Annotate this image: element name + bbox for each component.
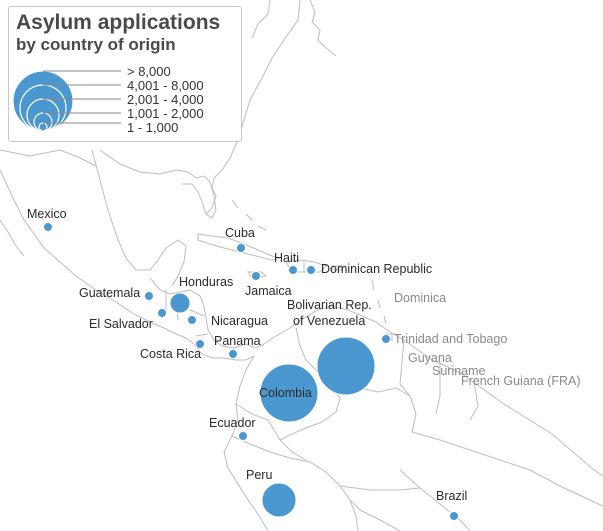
legend-bubbles bbox=[12, 70, 121, 132]
label-french-guiana: French Guiana (FRA) bbox=[461, 374, 581, 388]
legend-label-2001-4000: 2,001 - 4,000 bbox=[127, 92, 204, 107]
bubble-dominican-republic bbox=[306, 265, 316, 275]
label-dominican-republic: Dominican Republic bbox=[321, 262, 433, 276]
label-honduras: Honduras bbox=[179, 275, 234, 289]
legend: Asylum applications by country of origin… bbox=[8, 6, 242, 142]
legend-label-1001-2000: 1,001 - 2,000 bbox=[127, 106, 204, 121]
label-ecuador: Ecuador bbox=[209, 416, 256, 430]
label-costa-rica: Costa Rica bbox=[140, 347, 202, 361]
legend-title: Asylum applications bbox=[16, 11, 221, 34]
bubble-mexico bbox=[43, 222, 53, 232]
label-venezuela-line1: Bolivarian Rep. bbox=[287, 298, 372, 312]
bubble-el-salvador bbox=[157, 308, 167, 318]
bubble-cuba bbox=[236, 243, 246, 253]
label-brazil: Brazil bbox=[436, 489, 468, 503]
label-jamaica: Jamaica bbox=[245, 284, 292, 298]
label-trinidad-and-tobago: Trinidad and Tobago bbox=[394, 332, 508, 346]
label-peru: Peru bbox=[246, 468, 273, 482]
label-mexico: Mexico bbox=[27, 207, 67, 221]
label-colombia: Colombia bbox=[259, 386, 312, 400]
legend-label-1-1000: 1 - 1,000 bbox=[127, 120, 179, 135]
label-nicaragua: Nicaragua bbox=[211, 314, 268, 328]
bubble-colombia bbox=[259, 363, 319, 423]
label-haiti: Haiti bbox=[274, 251, 300, 265]
legend-bubble-1-1000 bbox=[38, 122, 48, 132]
bubble-peru bbox=[261, 482, 297, 518]
legend-label-4001-8000: 4,001 - 8,000 bbox=[127, 78, 204, 93]
bubble-venezuela bbox=[316, 336, 376, 396]
bubble-guatemala bbox=[144, 291, 154, 301]
label-cuba: Cuba bbox=[225, 226, 255, 240]
bubble-panama bbox=[228, 349, 238, 359]
legend-label-gt8000: > 8,000 bbox=[127, 64, 171, 79]
bubble-trinidad bbox=[381, 334, 391, 344]
label-venezuela-line2: of Venezuela bbox=[293, 314, 366, 328]
label-el-salvador: El Salvador bbox=[89, 317, 153, 331]
label-panama: Panama bbox=[214, 334, 261, 348]
label-guyana: Guyana bbox=[408, 351, 452, 365]
label-dominica: Dominica bbox=[394, 291, 447, 305]
label-suriname: Suriname bbox=[432, 364, 486, 378]
label-guatemala: Guatemala bbox=[79, 286, 141, 300]
bubble-brazil bbox=[449, 511, 459, 521]
bubbles bbox=[43, 222, 459, 521]
bubble-honduras bbox=[169, 292, 191, 314]
bubble-jamaica bbox=[251, 271, 261, 281]
bubble-costa-rica bbox=[195, 339, 205, 349]
bubble-ecuador bbox=[238, 431, 248, 441]
bubble-haiti bbox=[288, 265, 298, 275]
bubble-nicaragua bbox=[187, 315, 197, 325]
legend-subtitle: by country of origin bbox=[16, 35, 176, 54]
